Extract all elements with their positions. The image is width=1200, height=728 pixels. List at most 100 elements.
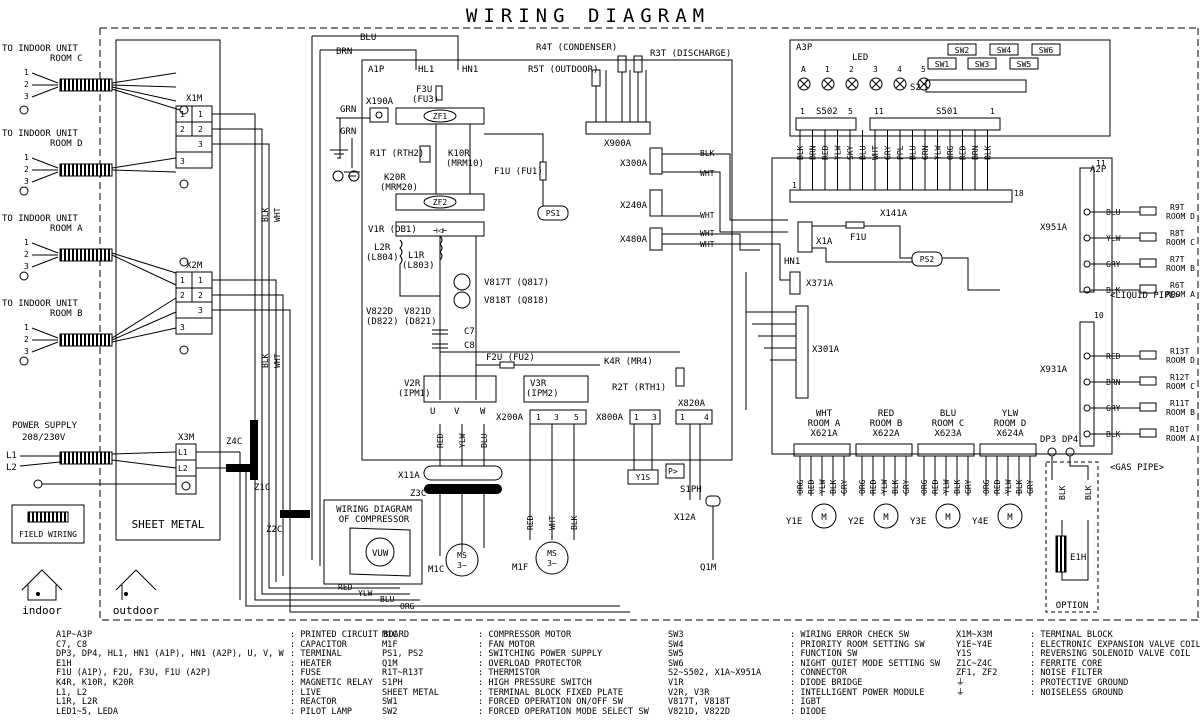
svg-text:MS: MS — [457, 551, 467, 560]
svg-text:F1U (FU1): F1U (FU1) — [494, 167, 543, 177]
valve-room: ROOM B — [870, 419, 903, 429]
legend-key: V2R, V3R — [668, 687, 710, 698]
svg-text:YLW: YLW — [458, 433, 467, 448]
svg-text:W: W — [480, 407, 486, 417]
valve-motor — [811, 503, 837, 529]
valve-room: ROOM A — [808, 419, 841, 429]
legend-key: Y1E~Y4E — [956, 639, 993, 650]
thermistor-room: ROOM D — [1166, 356, 1195, 365]
switch-box — [1031, 43, 1061, 56]
switch-label: SW5 — [1017, 60, 1032, 69]
led-number: 2 — [849, 65, 854, 74]
svg-text:S2: S2 — [910, 83, 921, 93]
legend-key: SW1 — [382, 697, 398, 708]
svg-text:(L804): (L804) — [366, 253, 399, 263]
svg-text:2: 2 — [198, 291, 203, 300]
valve-wire-color: ORG — [796, 479, 805, 494]
legend-value: : PROTECTIVE GROUND — [1030, 678, 1129, 688]
field-wire-bundle — [59, 78, 113, 92]
legend-value: : FUNCTION SW — [790, 649, 858, 660]
main-wire-harness — [196, 113, 630, 613]
legend-key: E1H — [56, 658, 72, 669]
valve-color: RED — [878, 409, 894, 419]
svg-text:X480A: X480A — [620, 235, 648, 245]
field-wiring-legend: FIELD WIRING — [11, 504, 85, 544]
legend-key: V821D, V822D — [668, 706, 731, 717]
valve-wire-color: RED — [869, 479, 878, 494]
svg-text:2: 2 — [24, 80, 29, 89]
svg-text:<GAS PIPE>: <GAS PIPE> — [1110, 463, 1165, 473]
valve-wire-color: BLK — [829, 479, 838, 494]
valve-connector-label: X622A — [872, 429, 900, 439]
ferrite-z4c — [226, 464, 252, 472]
legend-key: DP3, DP4, HL1, HN1 (A1P), HN1 (A2P), U, … — [56, 649, 284, 660]
ground-symbols — [330, 149, 360, 182]
svg-text:HL1: HL1 — [418, 65, 434, 75]
thermistor-wire-color: BLU — [1106, 208, 1121, 217]
legend-value: : TERMINAL BLOCK — [1030, 630, 1113, 640]
diagram-title: WIRING DIAGRAM — [466, 5, 710, 27]
svg-text:3: 3 — [554, 413, 559, 422]
thermistor-id: R7T — [1170, 255, 1185, 264]
svg-text:3: 3 — [180, 157, 185, 166]
svg-text:Q1M: Q1M — [700, 563, 717, 573]
svg-text:ORG: ORG — [400, 602, 415, 611]
svg-text:indoor: indoor — [22, 604, 62, 617]
x141a-wire-color: BLU — [859, 145, 868, 160]
valve-color: WHT — [816, 409, 833, 419]
svg-text:R1T (RTH2): R1T (RTH2) — [370, 149, 424, 159]
svg-text:11: 11 — [1096, 159, 1106, 168]
x141a-wire-color: BLK — [984, 145, 993, 160]
thermistor-id: R11T — [1170, 399, 1189, 408]
valve-wire-color: GRY — [840, 479, 849, 494]
valve-wire-color: RED — [931, 479, 940, 494]
valve-motor — [873, 503, 899, 529]
valve-motor — [935, 503, 961, 529]
svg-text:1: 1 — [198, 110, 203, 119]
svg-text:PS2: PS2 — [920, 255, 935, 264]
legend-key: ⏚ — [956, 687, 965, 698]
wire-blk-label-2: BLK — [261, 353, 270, 368]
thermistor-symbol — [1139, 428, 1157, 438]
svg-text:Z3C: Z3C — [410, 489, 426, 499]
svg-text:2: 2 — [198, 125, 203, 134]
svg-text:OF COMPRESSOR: OF COMPRESSOR — [339, 515, 410, 525]
svg-text:DP4: DP4 — [1062, 435, 1078, 445]
svg-text:5: 5 — [848, 107, 853, 116]
indoor-unit-d: TO INDOOR UNIT ROOM D 1 2 3 — [2, 129, 189, 196]
svg-text:A2P: A2P — [1090, 165, 1107, 175]
svg-text:OPTION: OPTION — [1056, 601, 1089, 611]
legend-value: : FAN MOTOR — [478, 639, 535, 650]
x371a-connector — [789, 271, 801, 295]
svg-text:WHT: WHT — [700, 240, 715, 249]
x141a-wire-color: BRN — [809, 145, 818, 160]
svg-text:S1PH: S1PH — [680, 485, 702, 495]
valve-wire-color: YLW — [818, 479, 827, 494]
svg-text:BLU: BLU — [380, 595, 395, 604]
svg-text:R4T (CONDENSER): R4T (CONDENSER) — [536, 43, 617, 53]
valve-wire-color: GRY — [1026, 479, 1035, 494]
svg-text:WIRING DIAGRAM: WIRING DIAGRAM — [336, 505, 412, 515]
compressor-motor-m1c: MS 3~ M1C — [428, 543, 479, 577]
led-icon — [797, 77, 811, 91]
svg-text:DP3: DP3 — [1040, 435, 1056, 445]
svg-text:(MRM10): (MRM10) — [446, 159, 484, 169]
svg-text:BLU: BLU — [360, 33, 376, 43]
svg-text:1: 1 — [536, 413, 541, 422]
field-wire-bundle — [59, 333, 113, 347]
x951a-connector — [1079, 167, 1095, 293]
svg-text:V2R: V2R — [404, 379, 421, 389]
valve-connector-label: X624A — [996, 429, 1024, 439]
ps2-power-supply — [911, 251, 943, 267]
x931a-connector — [1079, 321, 1095, 447]
svg-text:F1U: F1U — [850, 233, 866, 243]
thermistor-wire-color: GRY — [1106, 404, 1121, 413]
x141a-wire-color: YLW — [834, 145, 843, 160]
thermistor-room: ROOM A — [1166, 290, 1195, 299]
x141a-wire-color: ORG — [946, 145, 955, 160]
valve-wire-color: YLW — [942, 479, 951, 494]
svg-text:WHT: WHT — [700, 169, 715, 178]
